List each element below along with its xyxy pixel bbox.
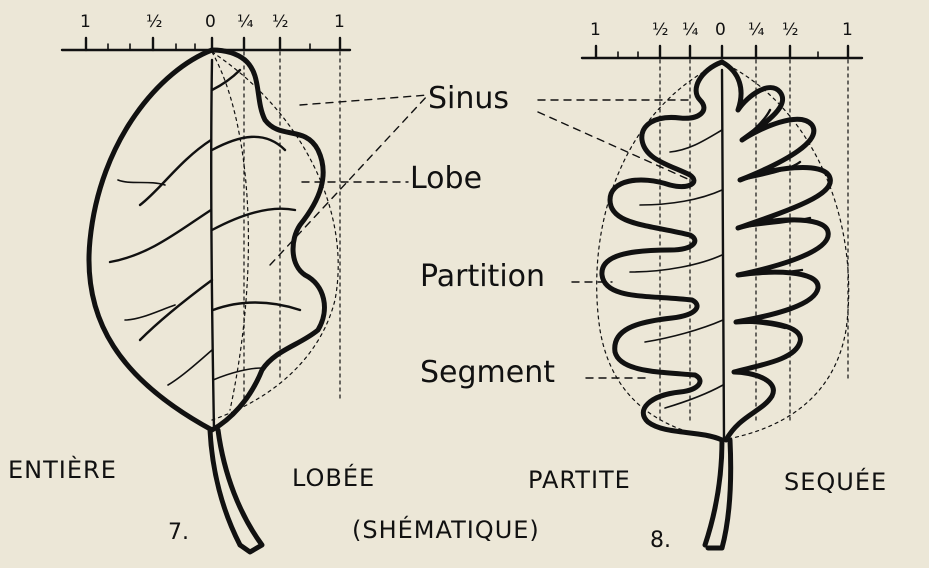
right-leaf-vein	[645, 320, 723, 342]
right-scale	[582, 46, 862, 58]
caption-entiere: ENTIÈRE	[8, 458, 117, 482]
left-leaf-vein	[110, 210, 211, 262]
left-leaf-vein	[168, 350, 212, 385]
lobe-label: Lobe	[410, 164, 482, 194]
left-leaf-vein	[212, 137, 285, 150]
right-scale-label: ¼	[682, 22, 698, 39]
callout-leaders	[270, 95, 692, 378]
right-scale-label: ¼	[748, 22, 764, 39]
right-leaf-vein	[640, 190, 722, 205]
figure-number-7: 7.	[168, 522, 189, 544]
left-leaf-vein	[213, 303, 300, 311]
right-scale-label: 1	[590, 22, 601, 39]
right-leaf-vein	[630, 255, 722, 272]
left-scale-label: 1	[334, 14, 345, 31]
left-leaf-vein	[118, 180, 165, 185]
left-leaf-petiole-edge	[218, 430, 262, 552]
caption-sequee: SEQUÉE	[784, 470, 887, 494]
caption-partite: PARTITE	[528, 468, 631, 492]
caption-lobee: LOBÉE	[292, 466, 375, 490]
left-leaf-inner-dotted	[212, 52, 248, 410]
left-leaf-vein	[140, 280, 212, 340]
left-scale-label: 0	[205, 14, 216, 31]
left-leaf-petiole	[210, 430, 240, 545]
left-scale	[62, 38, 350, 50]
left-leaf-midrib	[211, 60, 214, 430]
left-scale-label: ¼	[237, 14, 253, 31]
caption-schematique: (SHÉMATIQUE)	[352, 518, 540, 542]
left-scale-label: ½	[272, 14, 288, 31]
sinus-leader-left	[300, 95, 428, 105]
right-leaf-sequee-outline	[722, 62, 830, 440]
left-scale-label: ½	[146, 14, 162, 31]
left-leaf-outline	[89, 50, 324, 430]
right-leaf-petiole	[705, 440, 722, 545]
right-scale-label: 0	[715, 22, 726, 39]
segment-label: Segment	[420, 358, 555, 388]
figure-number-8: 8.	[650, 530, 671, 552]
sinus-label: Sinus	[428, 84, 509, 114]
right-scale-label: 1	[842, 22, 853, 39]
left-leaf-vein	[125, 305, 175, 320]
partition-label: Partition	[420, 262, 545, 292]
right-scale-label: ½	[782, 22, 798, 39]
left-leaf-vein	[140, 140, 211, 205]
left-scale-label: 1	[80, 14, 91, 31]
sinus-leader-right-lower	[538, 112, 690, 180]
right-leaf-vein	[670, 130, 722, 152]
left-leaf-vein	[212, 209, 295, 230]
left-leaf-outline-dotted	[212, 52, 338, 420]
right-scale-label: ½	[652, 22, 668, 39]
left-leaf-vein	[212, 70, 240, 90]
